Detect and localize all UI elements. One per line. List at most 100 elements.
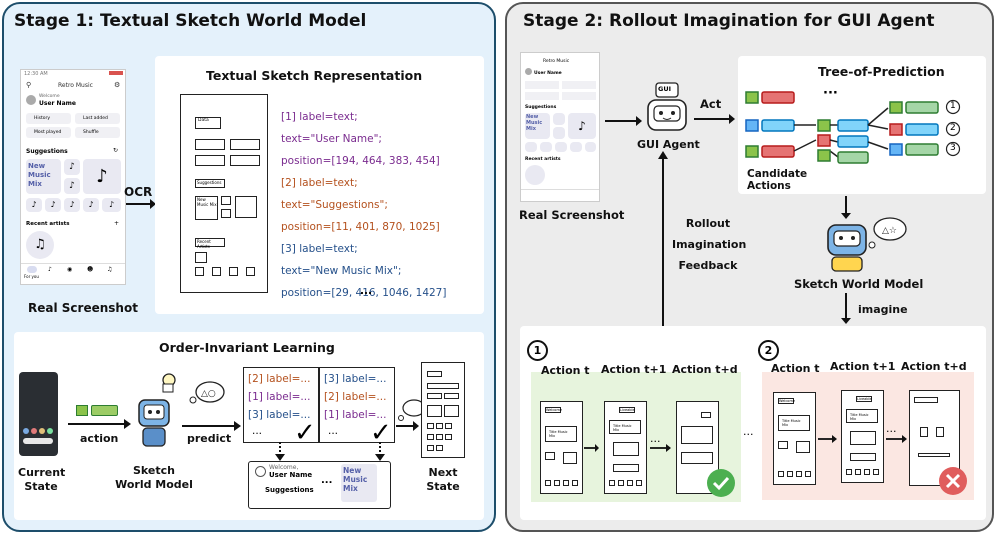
tree-title: Tree-of-Prediction — [818, 64, 945, 79]
code-line: position=[194, 464, 383, 454] — [281, 155, 440, 167]
new-music-mix-tile[interactable] — [26, 159, 61, 194]
tab-artists-icon[interactable]: ☻ — [87, 266, 94, 273]
prediction-list-a: [2] label=... [1] label=... [3] label=..… — [243, 367, 319, 443]
rollout2-step: Action t+d — [901, 360, 967, 373]
music-note-icon: ♪ — [568, 113, 596, 139]
chip-shuffle[interactable]: Shuffle — [75, 127, 120, 138]
avatar — [525, 68, 532, 75]
code-line: position=[29, 416, 1046, 1427] — [281, 287, 447, 299]
rollout1-step: Action t+1 — [601, 363, 667, 376]
chip[interactable] — [525, 92, 559, 100]
sketch-box — [212, 267, 221, 276]
sketch-box-recent: Recent Artists — [195, 238, 225, 249]
new-music-mix-tile[interactable]: New Music Mix — [525, 113, 550, 139]
tab-divider — [521, 189, 599, 190]
rollout1-step: Action t+d — [672, 363, 738, 376]
next-state-label: Next State — [426, 466, 460, 493]
tab-albums-icon[interactable]: ◉ — [67, 266, 73, 273]
branch-number: 2 — [950, 123, 956, 133]
act-arrow — [694, 114, 735, 124]
sketch-box — [195, 267, 204, 276]
music-note-icon: ♪ — [64, 178, 80, 194]
bottom-sketch-card: Welcome, User Name Suggestions ... New M… — [248, 461, 391, 509]
chip-most-played[interactable]: Most played — [26, 127, 71, 138]
sketch-box — [444, 393, 459, 399]
phone-welcome: Welcome — [39, 94, 60, 99]
rollout2-ellipsis: ... — [886, 422, 897, 435]
music-tile[interactable] — [570, 142, 582, 152]
music-tile[interactable] — [555, 142, 567, 152]
action-square-icon — [76, 405, 88, 416]
sketch-box — [636, 480, 642, 486]
rollout2-sketch: Welcome Title Music Mix — [773, 392, 816, 485]
robot-screen-text: GUI — [658, 85, 672, 93]
app-icon — [23, 428, 29, 434]
action-arrow — [68, 419, 131, 429]
checkmark-icon: ✓ — [294, 418, 316, 448]
sketch-box — [796, 471, 802, 477]
plus-icon: + — [114, 220, 120, 227]
chip[interactable] — [525, 81, 559, 89]
music-tile[interactable] — [585, 142, 596, 152]
gear-icon: ⚙ — [114, 81, 121, 89]
list-a-ellipsis: ... — [252, 425, 263, 437]
tab-for-you-icon[interactable] — [27, 266, 37, 273]
phone-recent-artists: Recent artists — [26, 221, 70, 227]
chip[interactable] — [562, 92, 596, 100]
artist-avatar-icon[interactable] — [525, 165, 545, 185]
sketch-box: Liveable — [856, 396, 872, 402]
code-line: position=[11, 401, 870, 1025] — [281, 221, 440, 233]
sketch-box — [545, 452, 555, 460]
stage2-title: Stage 2: Rollout Imagination for GUI Age… — [523, 11, 935, 31]
sketch-box — [246, 267, 255, 276]
music-note-icon: ♪ — [64, 198, 80, 212]
sketch-box — [914, 397, 938, 403]
sketch-box — [436, 434, 443, 440]
step-arrow — [886, 435, 907, 443]
bottom-card-welcome: Welcome, — [269, 464, 299, 471]
tab-playlists-icon[interactable]: ♫ — [107, 266, 113, 273]
svg-text:△☆: △☆ — [882, 226, 897, 236]
sketch-box: Welcome — [545, 407, 563, 413]
sketch-box — [864, 469, 870, 475]
music-tile[interactable] — [553, 127, 565, 139]
music-tile[interactable] — [540, 142, 552, 152]
code-line: text="User Name"; — [281, 133, 382, 145]
predict-label: predict — [187, 432, 232, 445]
sketch-box — [563, 452, 577, 464]
list-b-ellipsis: ... — [328, 425, 339, 437]
next-state-arrow — [396, 421, 419, 431]
phone-suggestions: Suggestions — [26, 148, 68, 155]
sketch-box — [701, 412, 711, 418]
list-a-item: [1] label=... — [248, 391, 311, 403]
sketch-box — [563, 480, 569, 486]
phone-user: User Name — [534, 71, 562, 76]
list-a-item: [3] label=... — [248, 409, 311, 421]
rollout-label: Rollout Imagination Feedback — [672, 217, 747, 272]
chip-history[interactable]: History — [26, 113, 71, 124]
app-icon — [39, 428, 45, 434]
step-arrow — [818, 435, 837, 443]
checkmark-icon: ✓ — [370, 418, 392, 448]
music-tile[interactable] — [553, 113, 565, 125]
chip[interactable] — [562, 81, 596, 89]
sketch-box — [846, 469, 852, 475]
code-line: [1] label=text; — [281, 111, 358, 123]
real-screenshot-phone: 12:30 AM ⚲ Retro Music ⚙ Welcome User Na… — [20, 69, 126, 285]
stage2-real-screenshot-label: Real Screenshot — [519, 208, 625, 222]
music-tile[interactable] — [525, 142, 537, 152]
sketch-box — [796, 441, 810, 453]
phone-status-bar — [109, 71, 123, 75]
chip-last-added[interactable]: Last added — [75, 113, 120, 124]
ocr-label: OCR — [124, 185, 153, 199]
thought-bubble-icon: △○ — [189, 381, 225, 404]
rollout-number-1: 1 — [527, 340, 548, 361]
sketch-box — [427, 405, 442, 417]
bottom-card-user: User Name — [269, 471, 313, 479]
tab-songs-icon[interactable]: ♪ — [48, 266, 52, 273]
phone-recent-artists: Recent artists — [525, 157, 561, 162]
refresh-icon: ↻ — [113, 147, 119, 154]
code-line: [2] label=text; — [281, 177, 358, 189]
action-bar-icon — [91, 405, 118, 416]
artist-avatar-icon[interactable]: ♫ — [26, 231, 54, 259]
